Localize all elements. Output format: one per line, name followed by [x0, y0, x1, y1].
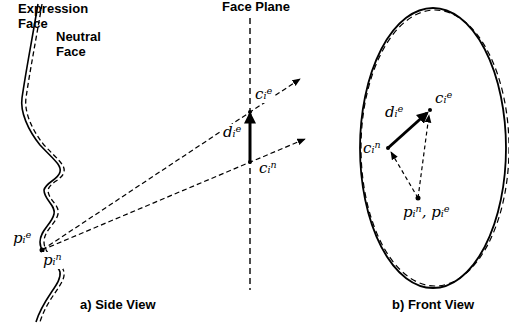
displacement-arrow [249, 114, 252, 162]
vector-label: dᵢᵉ [384, 104, 404, 121]
point-dot [416, 196, 421, 201]
face-plane-line [249, 18, 250, 290]
projection-ray [42, 79, 300, 250]
projection-ray [42, 139, 305, 250]
curve-label: Neutral Face [56, 30, 114, 60]
projection-ray [418, 115, 429, 198]
point-label: cᵢⁿ [362, 140, 382, 157]
panel-caption: a) Side View [80, 298, 156, 313]
neutral-face-outline [361, 10, 509, 286]
point-label: pᵢᵉ [12, 230, 32, 247]
point-dot [248, 160, 252, 164]
point-label: cᵢᵉ [254, 86, 273, 103]
point-label: cᵢⁿ [258, 160, 278, 177]
projection-ray [391, 152, 418, 198]
plane-label: Face Plane [222, 0, 290, 15]
point-label: pᵢⁿ [42, 252, 63, 269]
point-dot [428, 108, 432, 112]
expression-face-outline [360, 8, 506, 288]
point-dot [248, 110, 252, 114]
vector-label: dᵢᵉ [222, 124, 242, 141]
curve-label: Expression Face [18, 2, 98, 32]
expression-face-profile [22, 4, 61, 322]
panel-caption: b) Front View [392, 298, 474, 313]
point-label: pᵢⁿ, pᵢᵉ [402, 204, 451, 221]
point-dot [386, 146, 390, 150]
point-label: cᵢᵉ [434, 90, 453, 107]
